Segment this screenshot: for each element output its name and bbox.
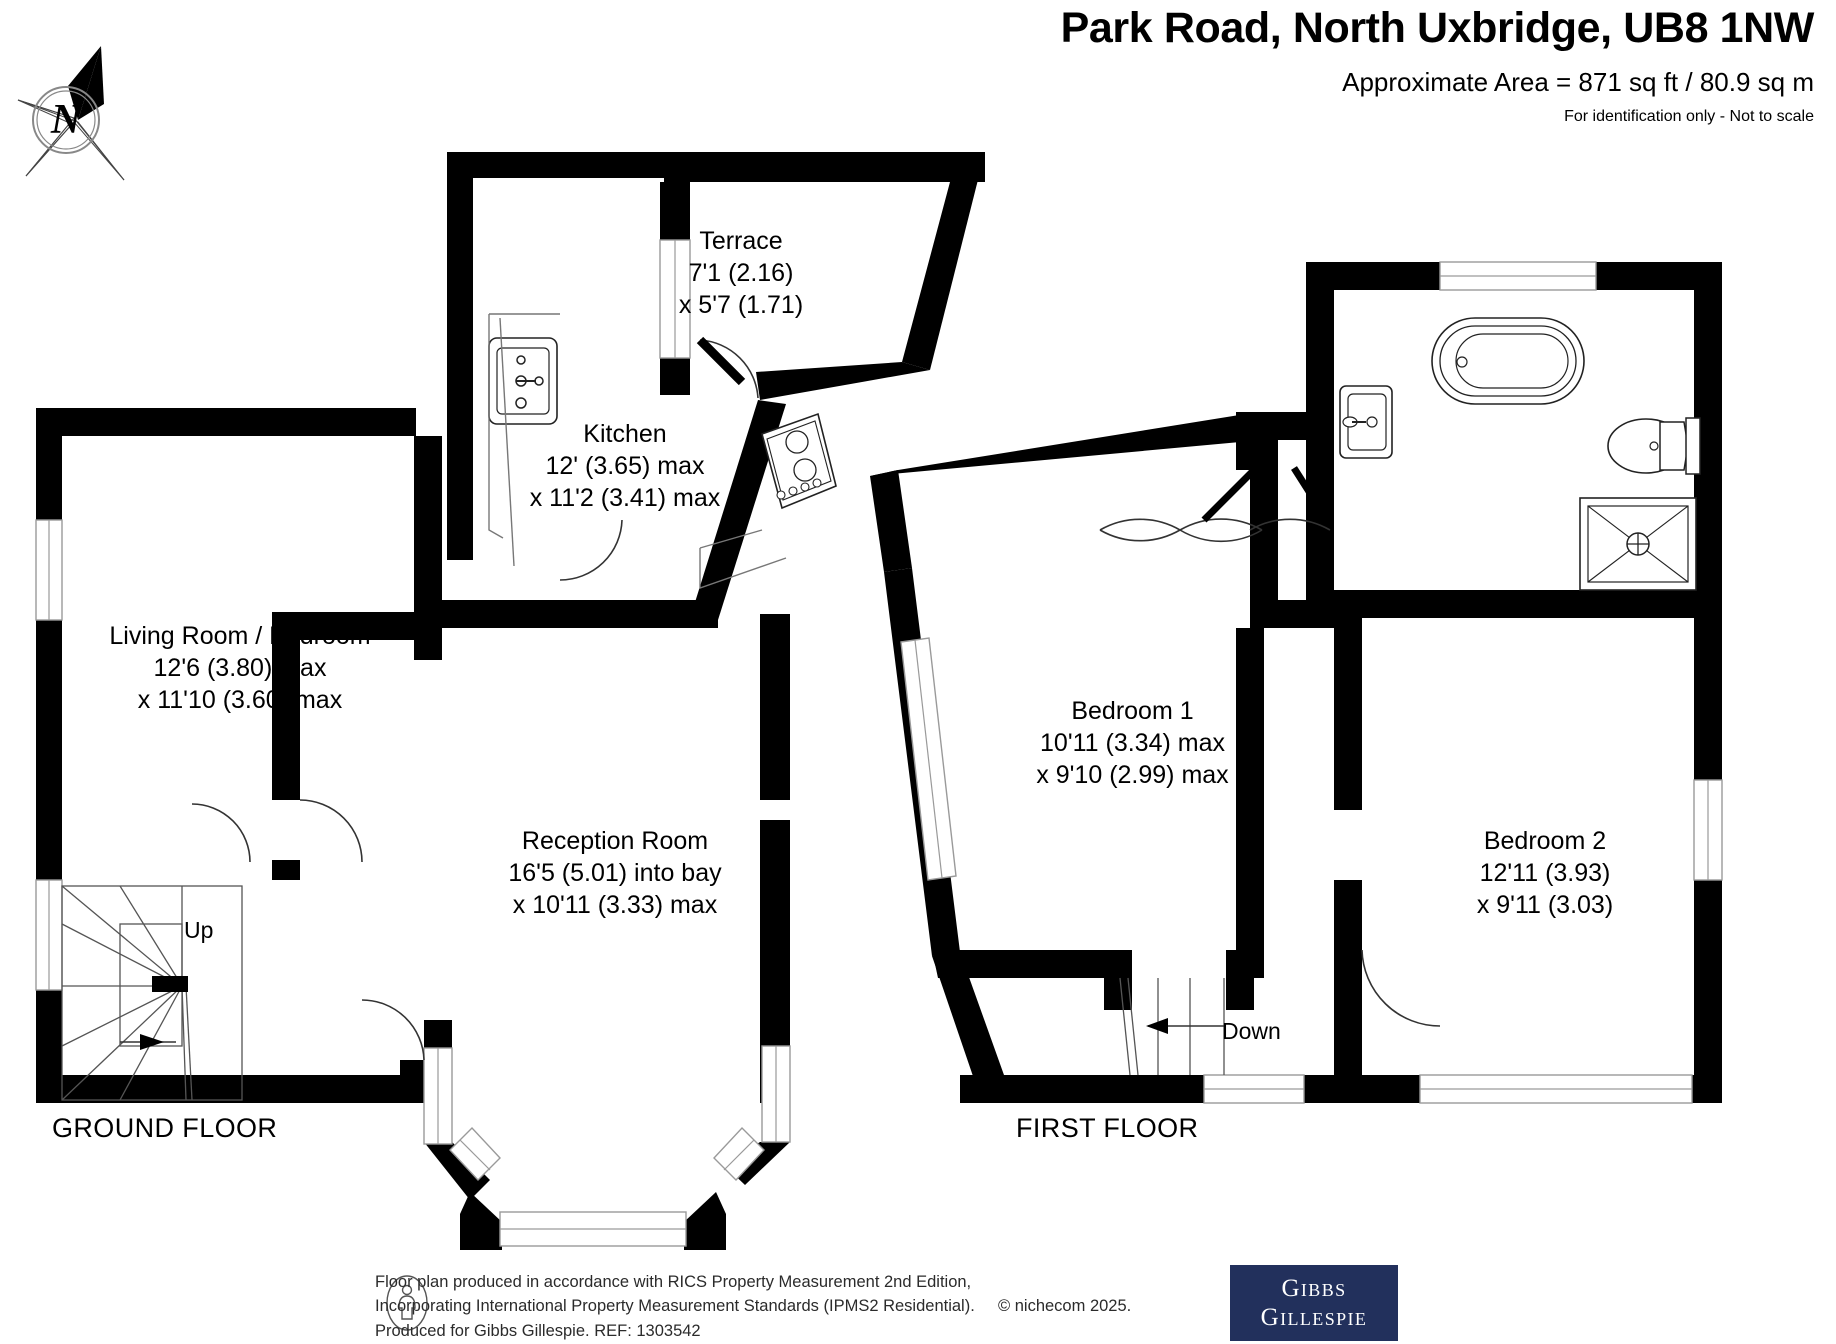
stair-label-up: Up [184,917,214,943]
ground-floor-staircase [61,885,243,1101]
stair-up-arrow-icon [120,1034,176,1050]
room-dim-1: 16'5 (5.01) into bay [508,859,722,887]
person-accessibility-icon [386,1275,428,1331]
room-dim-2: x 9'10 (2.99) max [1036,761,1229,789]
stair-label-down: Down [1222,1018,1281,1044]
stair-down-arrow-icon [1146,1018,1224,1034]
approximate-area: Approximate Area = 871 sq ft / 80.9 sq m [1342,67,1814,98]
toilet-icon [1607,417,1701,475]
room-name: Kitchen [583,420,667,448]
first-floor-windows [900,261,1723,1104]
plan-header: Park Road, North Uxbridge, UB8 1NW Appro… [814,0,1815,126]
floor-label-ground: GROUND FLOOR [52,1113,278,1143]
disclaimer-text: For identification only - Not to scale [1564,108,1814,126]
room-name: Bedroom 1 [1071,697,1194,725]
room-label-reception-room: Reception Room 16'5 (5.01) into bay x 10… [465,825,765,921]
footer-line-2: Incorporating International Property Mea… [375,1297,975,1316]
room-dim-1: 12' (3.65) max [545,452,705,480]
footer-copyright: © nichecom 2025. [998,1297,1132,1316]
first-floor-doors [1099,518,1441,1027]
floor-label-first: FIRST FLOOR [1016,1113,1199,1143]
room-dim-1: 10'11 (3.34) max [1040,729,1225,757]
compass-north-letter: N [50,97,83,143]
washbasin-icon [1339,385,1393,459]
first-floor-plan [870,261,1723,1104]
room-name: Bedroom 2 [1483,827,1607,855]
first-floor-door-leaves [1201,466,1325,523]
kitchen-sink-icon [488,337,558,425]
logo-line-2: Gillespie [1260,1304,1368,1331]
first-floor-staircase [1119,977,1225,1076]
gibbs-gillespie-logo: Gibbs Gillespie [1230,1265,1398,1341]
kitchen-fixtures [488,313,837,589]
room-dim-1: 7'1 (2.16) [688,259,794,287]
ground-floor-doors [191,336,759,1061]
room-name: Living Room / Bedroom [109,622,371,650]
room-label-kitchen: Kitchen 12' (3.65) max x 11'2 (3.41) max [490,418,760,514]
footer-line-2-wrap: Incorporating International Property Mea… [375,1294,1275,1318]
first-floor-walls [870,262,1722,1103]
bathroom-fixtures [1339,317,1701,591]
logo-line-1: Gibbs [1281,1275,1347,1302]
room-label-bedroom-1: Bedroom 1 10'11 (3.34) max x 9'10 (2.99)… [1000,695,1265,791]
room-dim-2: x 5'7 (1.71) [678,291,804,319]
room-dim-1: 12'6 (3.80) max [153,654,327,682]
room-name: Terrace [699,227,783,255]
room-dim-1: 12'11 (3.93) [1479,859,1611,887]
footer-line-3: Produced for Gibbs Gillespie. REF: 13035… [375,1321,701,1340]
compass-rose-icon: N [17,46,125,181]
room-label-terrace: Terrace 7'1 (2.16) x 5'7 (1.71) [651,225,831,321]
room-dim-2: x 11'10 (3.60) max [137,686,343,714]
room-name: Reception Room [521,827,709,855]
kitchen-hob-icon [761,412,837,510]
footer-disclaimer: Floor plan produced in accordance with R… [375,1270,1275,1343]
page-title: Park Road, North Uxbridge, UB8 1NW [1060,4,1815,52]
room-dim-2: x 10'11 (3.33) max [512,891,718,919]
room-dim-2: x 11'2 (3.41) max [529,484,721,512]
bathtub-icon [1431,317,1585,405]
room-dim-2: x 9'11 (3.03) [1476,891,1614,919]
room-label-living-room-bedroom: Living Room / Bedroom 12'6 (3.80) max x … [85,620,395,716]
shower-enclosure-icon [1579,497,1697,591]
ground-floor-windows [35,239,791,1247]
room-label-bedroom-2: Bedroom 2 12'11 (3.93) x 9'11 (3.03) [1420,825,1670,921]
ground-floor-walls [36,152,985,1250]
ground-floor-plan [35,152,985,1250]
footer-line-1: Floor plan produced in accordance with R… [375,1273,972,1291]
